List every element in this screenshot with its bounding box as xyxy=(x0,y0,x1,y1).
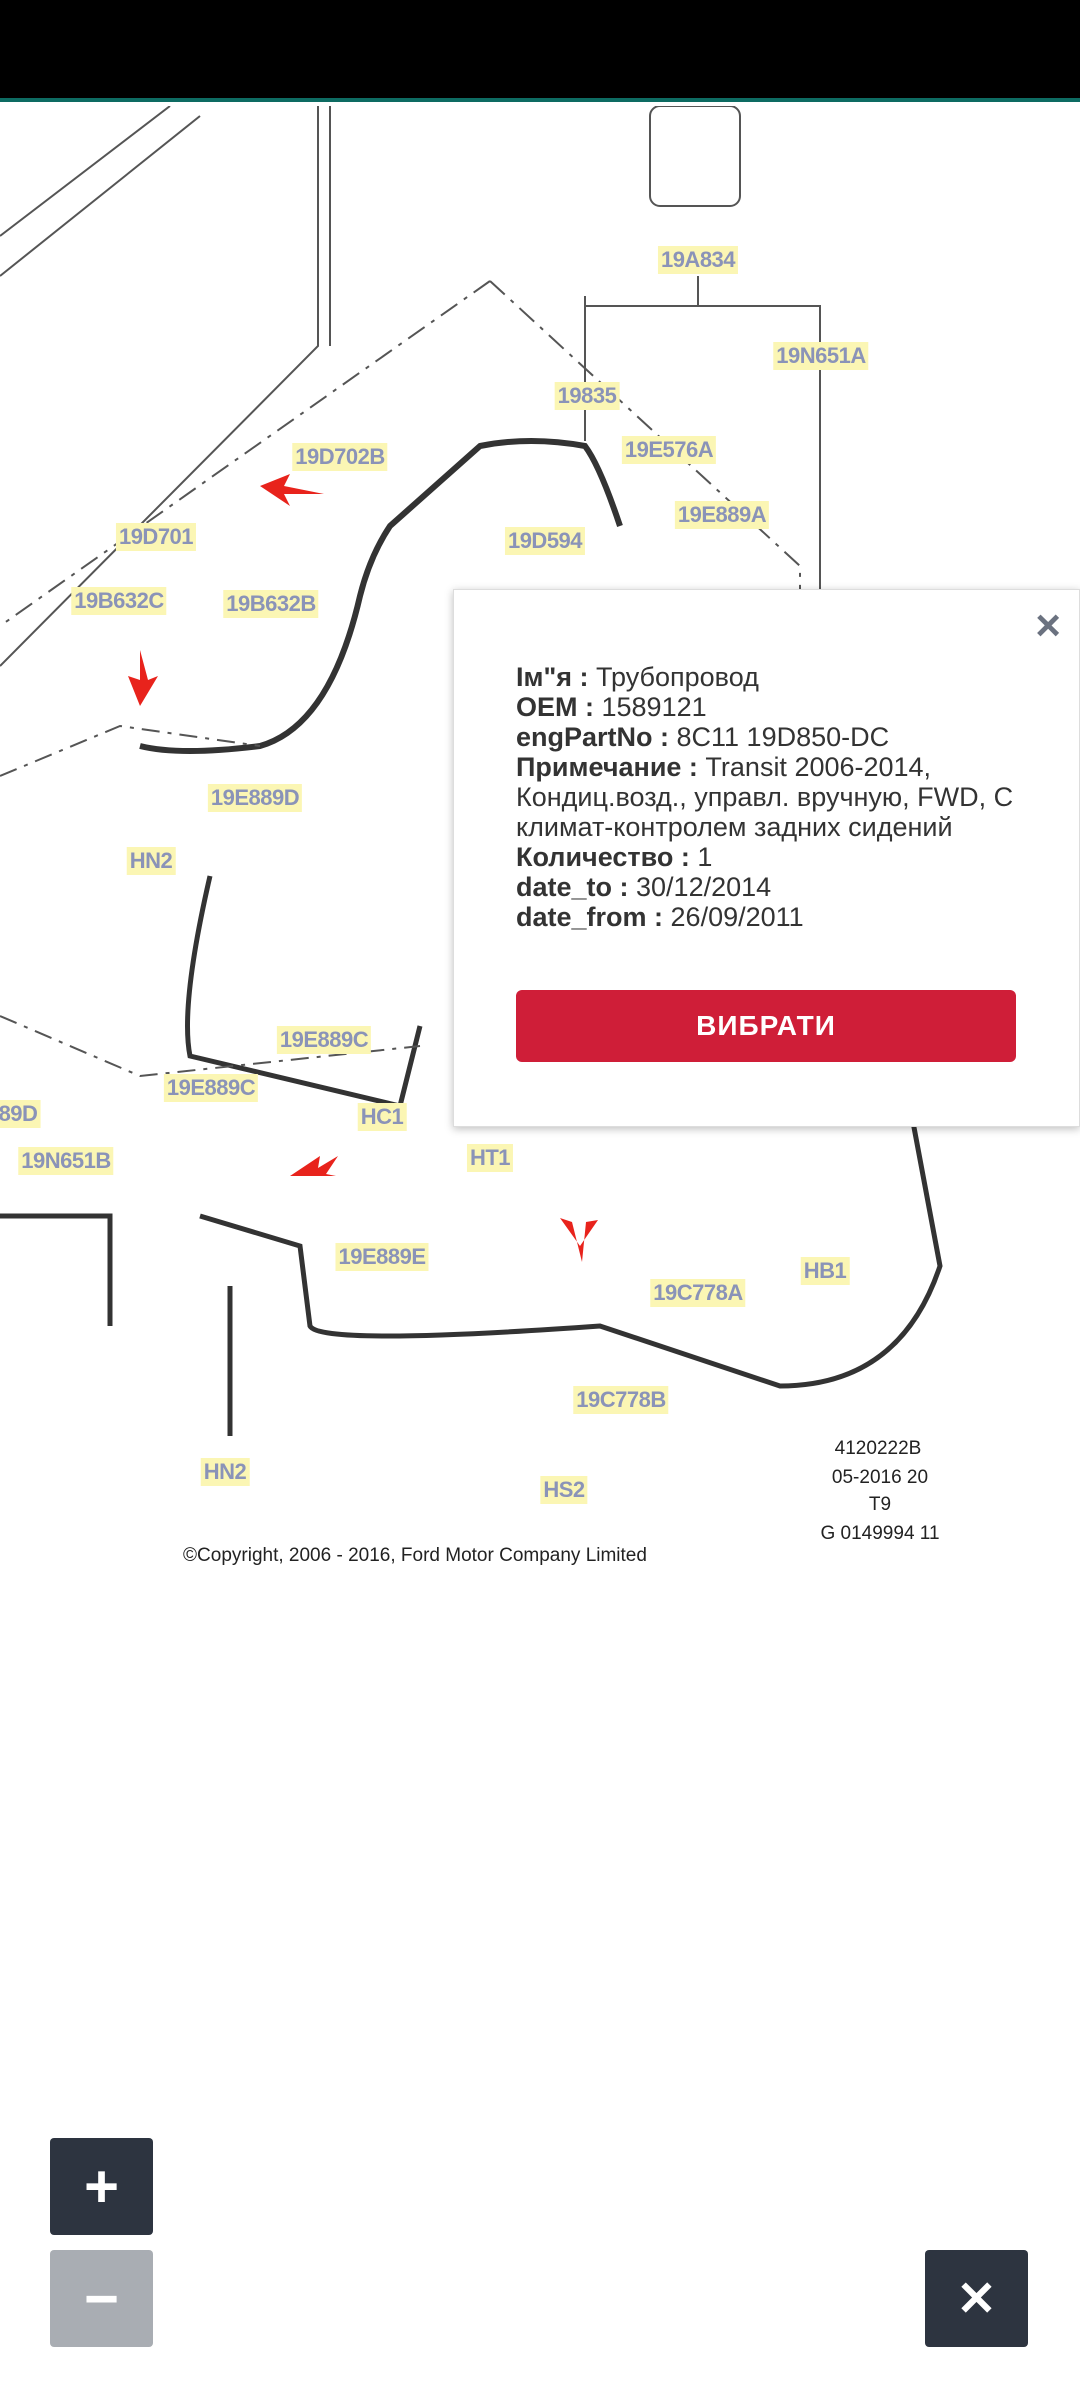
diagram-note: G 0149994 11 xyxy=(820,1523,940,1544)
status-bar xyxy=(0,0,1080,102)
part-label[interactable]: 19E889A xyxy=(674,501,770,529)
part-label[interactable]: HS2 xyxy=(540,1476,588,1504)
field-quantity: Количество : 1 xyxy=(516,842,713,872)
diagram-note: 05-2016 20 xyxy=(831,1467,929,1488)
part-label[interactable]: 19B632C xyxy=(71,587,167,615)
close-button[interactable]: ✕ xyxy=(925,2250,1028,2347)
part-label[interactable]: 19N651A xyxy=(773,342,869,370)
field-date-from: date_from : 26/09/2011 xyxy=(516,902,804,932)
part-label[interactable]: 19B632B xyxy=(223,590,319,618)
part-label[interactable]: 19E889C xyxy=(163,1074,259,1102)
diagram-note: 4120222B xyxy=(834,1438,922,1459)
zoom-in-button[interactable]: + xyxy=(50,2138,153,2235)
part-label[interactable]: 19N651B xyxy=(18,1147,114,1175)
part-info-popup: × Ім"я : Трубопровод OEM : 1589121 engPa… xyxy=(453,589,1080,1127)
field-oem: OEM : 1589121 xyxy=(516,692,707,722)
part-label[interactable]: 19835 xyxy=(554,382,620,410)
part-label[interactable]: HN2 xyxy=(200,1458,250,1486)
copyright: ©Copyright, 2006 - 2016, Ford Motor Comp… xyxy=(183,1545,647,1566)
part-label[interactable]: 19C778A xyxy=(650,1279,746,1307)
part-label[interactable]: HN2 xyxy=(126,847,176,875)
field-date-to: date_to : 30/12/2014 xyxy=(516,872,772,902)
close-icon[interactable]: × xyxy=(1035,601,1061,650)
part-label[interactable]: 19D594 xyxy=(504,527,586,555)
diagram-note: T9 xyxy=(868,1494,892,1515)
part-label[interactable]: 19E889D xyxy=(207,784,303,812)
part-label[interactable]: 19D702B xyxy=(292,443,388,471)
field-name: Ім"я : Трубопровод xyxy=(516,662,759,692)
part-label[interactable]: HC1 xyxy=(357,1103,407,1131)
select-button[interactable]: ВИБРАТИ xyxy=(516,990,1016,1062)
part-label[interactable]: 19E889C xyxy=(276,1026,372,1054)
part-label[interactable]: 19E889E xyxy=(335,1243,429,1271)
part-label[interactable]: 19D701 xyxy=(115,523,197,551)
part-info: Ім"я : Трубопровод OEM : 1589121 engPart… xyxy=(516,662,1016,932)
part-label[interactable]: 19C778B xyxy=(573,1386,669,1414)
part-label[interactable]: HT1 xyxy=(466,1144,514,1172)
part-label[interactable]: 19E576A xyxy=(621,436,717,464)
part-label[interactable]: 19A834 xyxy=(657,246,739,274)
part-label[interactable]: HB1 xyxy=(800,1257,850,1285)
parts-diagram[interactable]: 19A834 19N651A 19835 19D702B 19E576A 19D… xyxy=(0,106,1080,1586)
part-label[interactable]: 89D xyxy=(0,1100,41,1128)
field-note: Примечание : Transit 2006-2014, Кондиц.в… xyxy=(516,752,1014,842)
diagram-drawing xyxy=(0,106,943,1436)
zoom-out-button[interactable]: − xyxy=(50,2250,153,2347)
field-engpartno: engPartNo : 8C11 19D850-DC xyxy=(516,722,890,752)
